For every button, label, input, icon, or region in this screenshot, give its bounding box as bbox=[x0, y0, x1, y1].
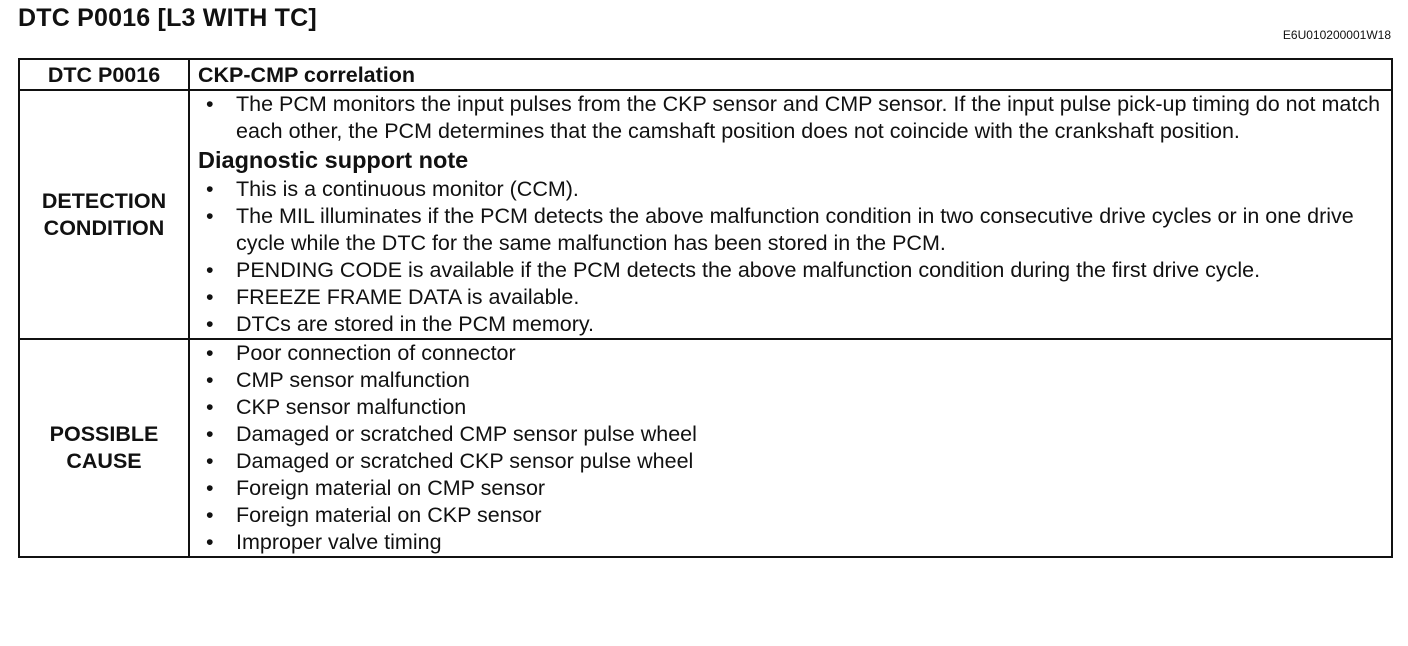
possible-cause-list: Poor connection of connector CMP sensor … bbox=[190, 340, 1391, 556]
diagnostic-support-list: This is a continuous monitor (CCM). The … bbox=[190, 176, 1391, 338]
list-item: DTCs are stored in the PCM memory. bbox=[206, 311, 1383, 338]
list-item: The PCM monitors the input pulses from t… bbox=[206, 91, 1383, 145]
possible-cause-row: POSSIBLE CAUSE Poor connection of connec… bbox=[18, 338, 1393, 558]
detection-label-line1: DETECTION bbox=[41, 188, 167, 213]
cause-label-line1: POSSIBLE bbox=[49, 422, 159, 446]
list-item: Damaged or scratched CKP sensor pulse wh… bbox=[206, 448, 1383, 475]
list-item: FREEZE FRAME DATA is available. bbox=[206, 284, 1383, 311]
list-item: Foreign material on CMP sensor bbox=[206, 475, 1383, 502]
possible-cause-label: POSSIBLE CAUSE bbox=[18, 338, 190, 558]
cause-label-line2: CAUSE bbox=[66, 449, 142, 473]
list-item: Improper valve timing bbox=[206, 529, 1383, 556]
detection-intro-list: The PCM monitors the input pulses from t… bbox=[190, 91, 1391, 145]
document-code: E6U010200001W18 bbox=[1282, 28, 1391, 42]
list-item: This is a continuous monitor (CCM). bbox=[206, 176, 1383, 203]
detection-label-line2: CONDITION bbox=[43, 215, 165, 240]
detection-condition-label: DETECTION CONDITION bbox=[18, 89, 190, 340]
dtc-description-cell: CKP-CMP correlation bbox=[188, 58, 1393, 91]
possible-cause-content: Poor connection of connector CMP sensor … bbox=[188, 338, 1393, 558]
list-item: The MIL illuminates if the PCM detects t… bbox=[206, 203, 1383, 257]
page-title: DTC P0016 [L3 WITH TC] bbox=[18, 4, 317, 32]
detection-condition-content: The PCM monitors the input pulses from t… bbox=[188, 89, 1393, 340]
list-item: PENDING CODE is available if the PCM det… bbox=[206, 257, 1383, 284]
diagnostic-support-heading: Diagnostic support note bbox=[198, 147, 469, 173]
list-item: CMP sensor malfunction bbox=[206, 367, 1383, 394]
list-item: Damaged or scratched CMP sensor pulse wh… bbox=[206, 421, 1383, 448]
dtc-info-table: DTC P0016 CKP-CMP correlation DETECTION … bbox=[18, 58, 1393, 558]
list-item: CKP sensor malfunction bbox=[206, 394, 1383, 421]
dtc-code-cell: DTC P0016 bbox=[18, 58, 190, 91]
header-row: DTC P0016 CKP-CMP correlation bbox=[18, 58, 1393, 91]
detection-condition-row: DETECTION CONDITION The PCM monitors the… bbox=[18, 89, 1393, 340]
list-item: Poor connection of connector bbox=[206, 340, 1383, 367]
list-item: Foreign material on CKP sensor bbox=[206, 502, 1383, 529]
